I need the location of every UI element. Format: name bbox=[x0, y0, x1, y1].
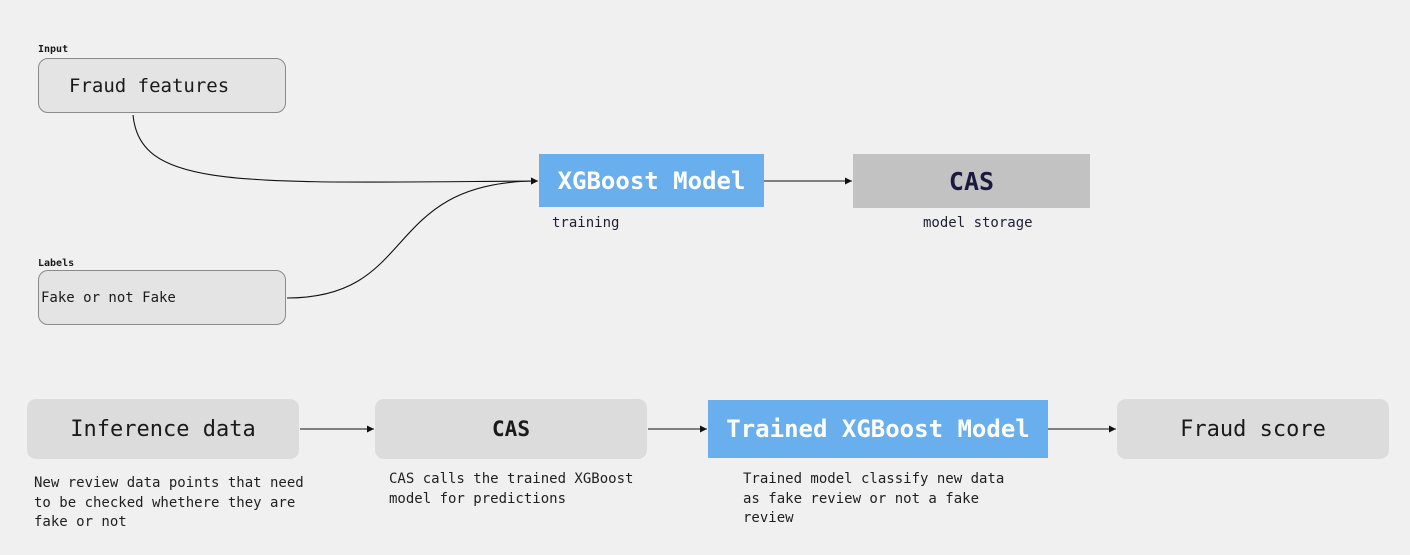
cas-inference-node[interactable]: CAS bbox=[375, 399, 647, 459]
trained-model-caption: Trained model classify new data as fake … bbox=[743, 471, 1005, 526]
trained-xgboost-node[interactable]: Trained XGBoost Model bbox=[708, 400, 1048, 458]
labels-label: Labels bbox=[38, 258, 75, 269]
xgboost-model-label: XGBoost Model bbox=[557, 166, 746, 195]
inference-data-node[interactable]: Inference data bbox=[27, 399, 299, 459]
cas-inference-label: CAS bbox=[492, 417, 530, 441]
fake-or-not-label: Fake or not Fake bbox=[41, 289, 176, 306]
trained-xgboost-label: Trained XGBoost Model bbox=[726, 415, 1030, 443]
fraud-features-node[interactable]: Fraud features bbox=[38, 58, 286, 113]
arrow-features-to-model bbox=[132, 114, 539, 185]
input-label: Input bbox=[38, 44, 69, 55]
cas-storage-label: CAS bbox=[948, 166, 995, 196]
training-caption: training bbox=[552, 215, 620, 231]
model-storage-caption: model storage bbox=[923, 215, 1033, 231]
inference-data-caption: New review data points that need to be c… bbox=[34, 475, 304, 530]
fraud-score-label: Fraud score bbox=[1180, 416, 1326, 442]
cas-storage-node[interactable]: CAS bbox=[853, 154, 1090, 208]
fake-or-not-node[interactable]: Fake or not Fake bbox=[38, 270, 286, 325]
xgboost-model-node[interactable]: XGBoost Model bbox=[539, 154, 764, 207]
inference-data-label: Inference data bbox=[70, 416, 256, 442]
fraud-score-node[interactable]: Fraud score bbox=[1117, 399, 1389, 459]
cas-inference-caption: CAS calls the trained XGBoost model for … bbox=[389, 471, 634, 507]
arrow-labels-to-model bbox=[286, 177, 539, 299]
fraud-features-label: Fraud features bbox=[69, 74, 230, 97]
